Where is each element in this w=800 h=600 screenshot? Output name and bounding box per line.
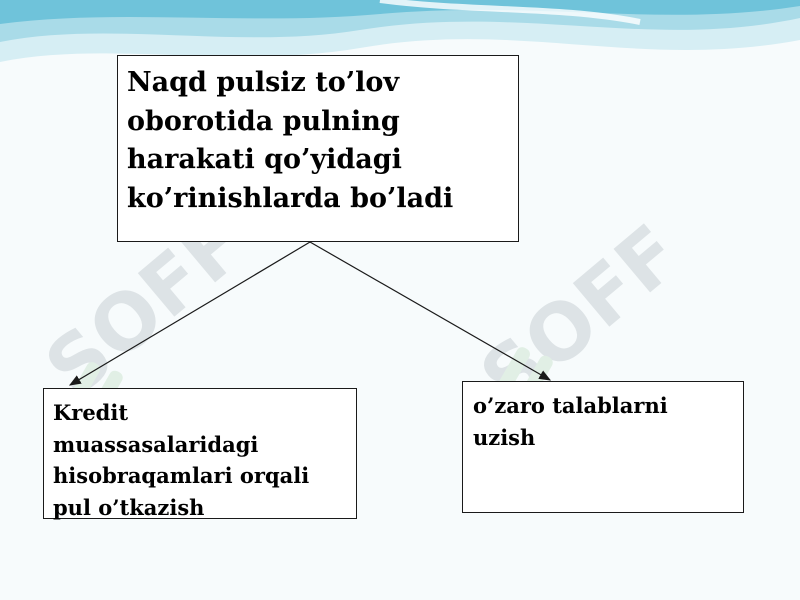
child-box-text: o’zaro talablarni uzish (473, 393, 668, 450)
root-box: Naqd pulsiz to’lov oborotida pulning har… (117, 55, 519, 242)
child-box-bank-transfer: Kredit muassasalaridagi hisobraqamlari o… (43, 388, 357, 520)
child-box-mutual-claims: o’zaro talablarni uzish (462, 381, 744, 513)
arrow-to-left-box (68, 241, 311, 386)
header-wave (0, 0, 800, 62)
arrow-to-right-box (309, 241, 552, 381)
child-box-text: Kredit muassasalaridagi hisobraqamlari o… (53, 400, 310, 520)
root-box-text: Naqd pulsiz to’lov oborotida pulning har… (127, 67, 454, 214)
